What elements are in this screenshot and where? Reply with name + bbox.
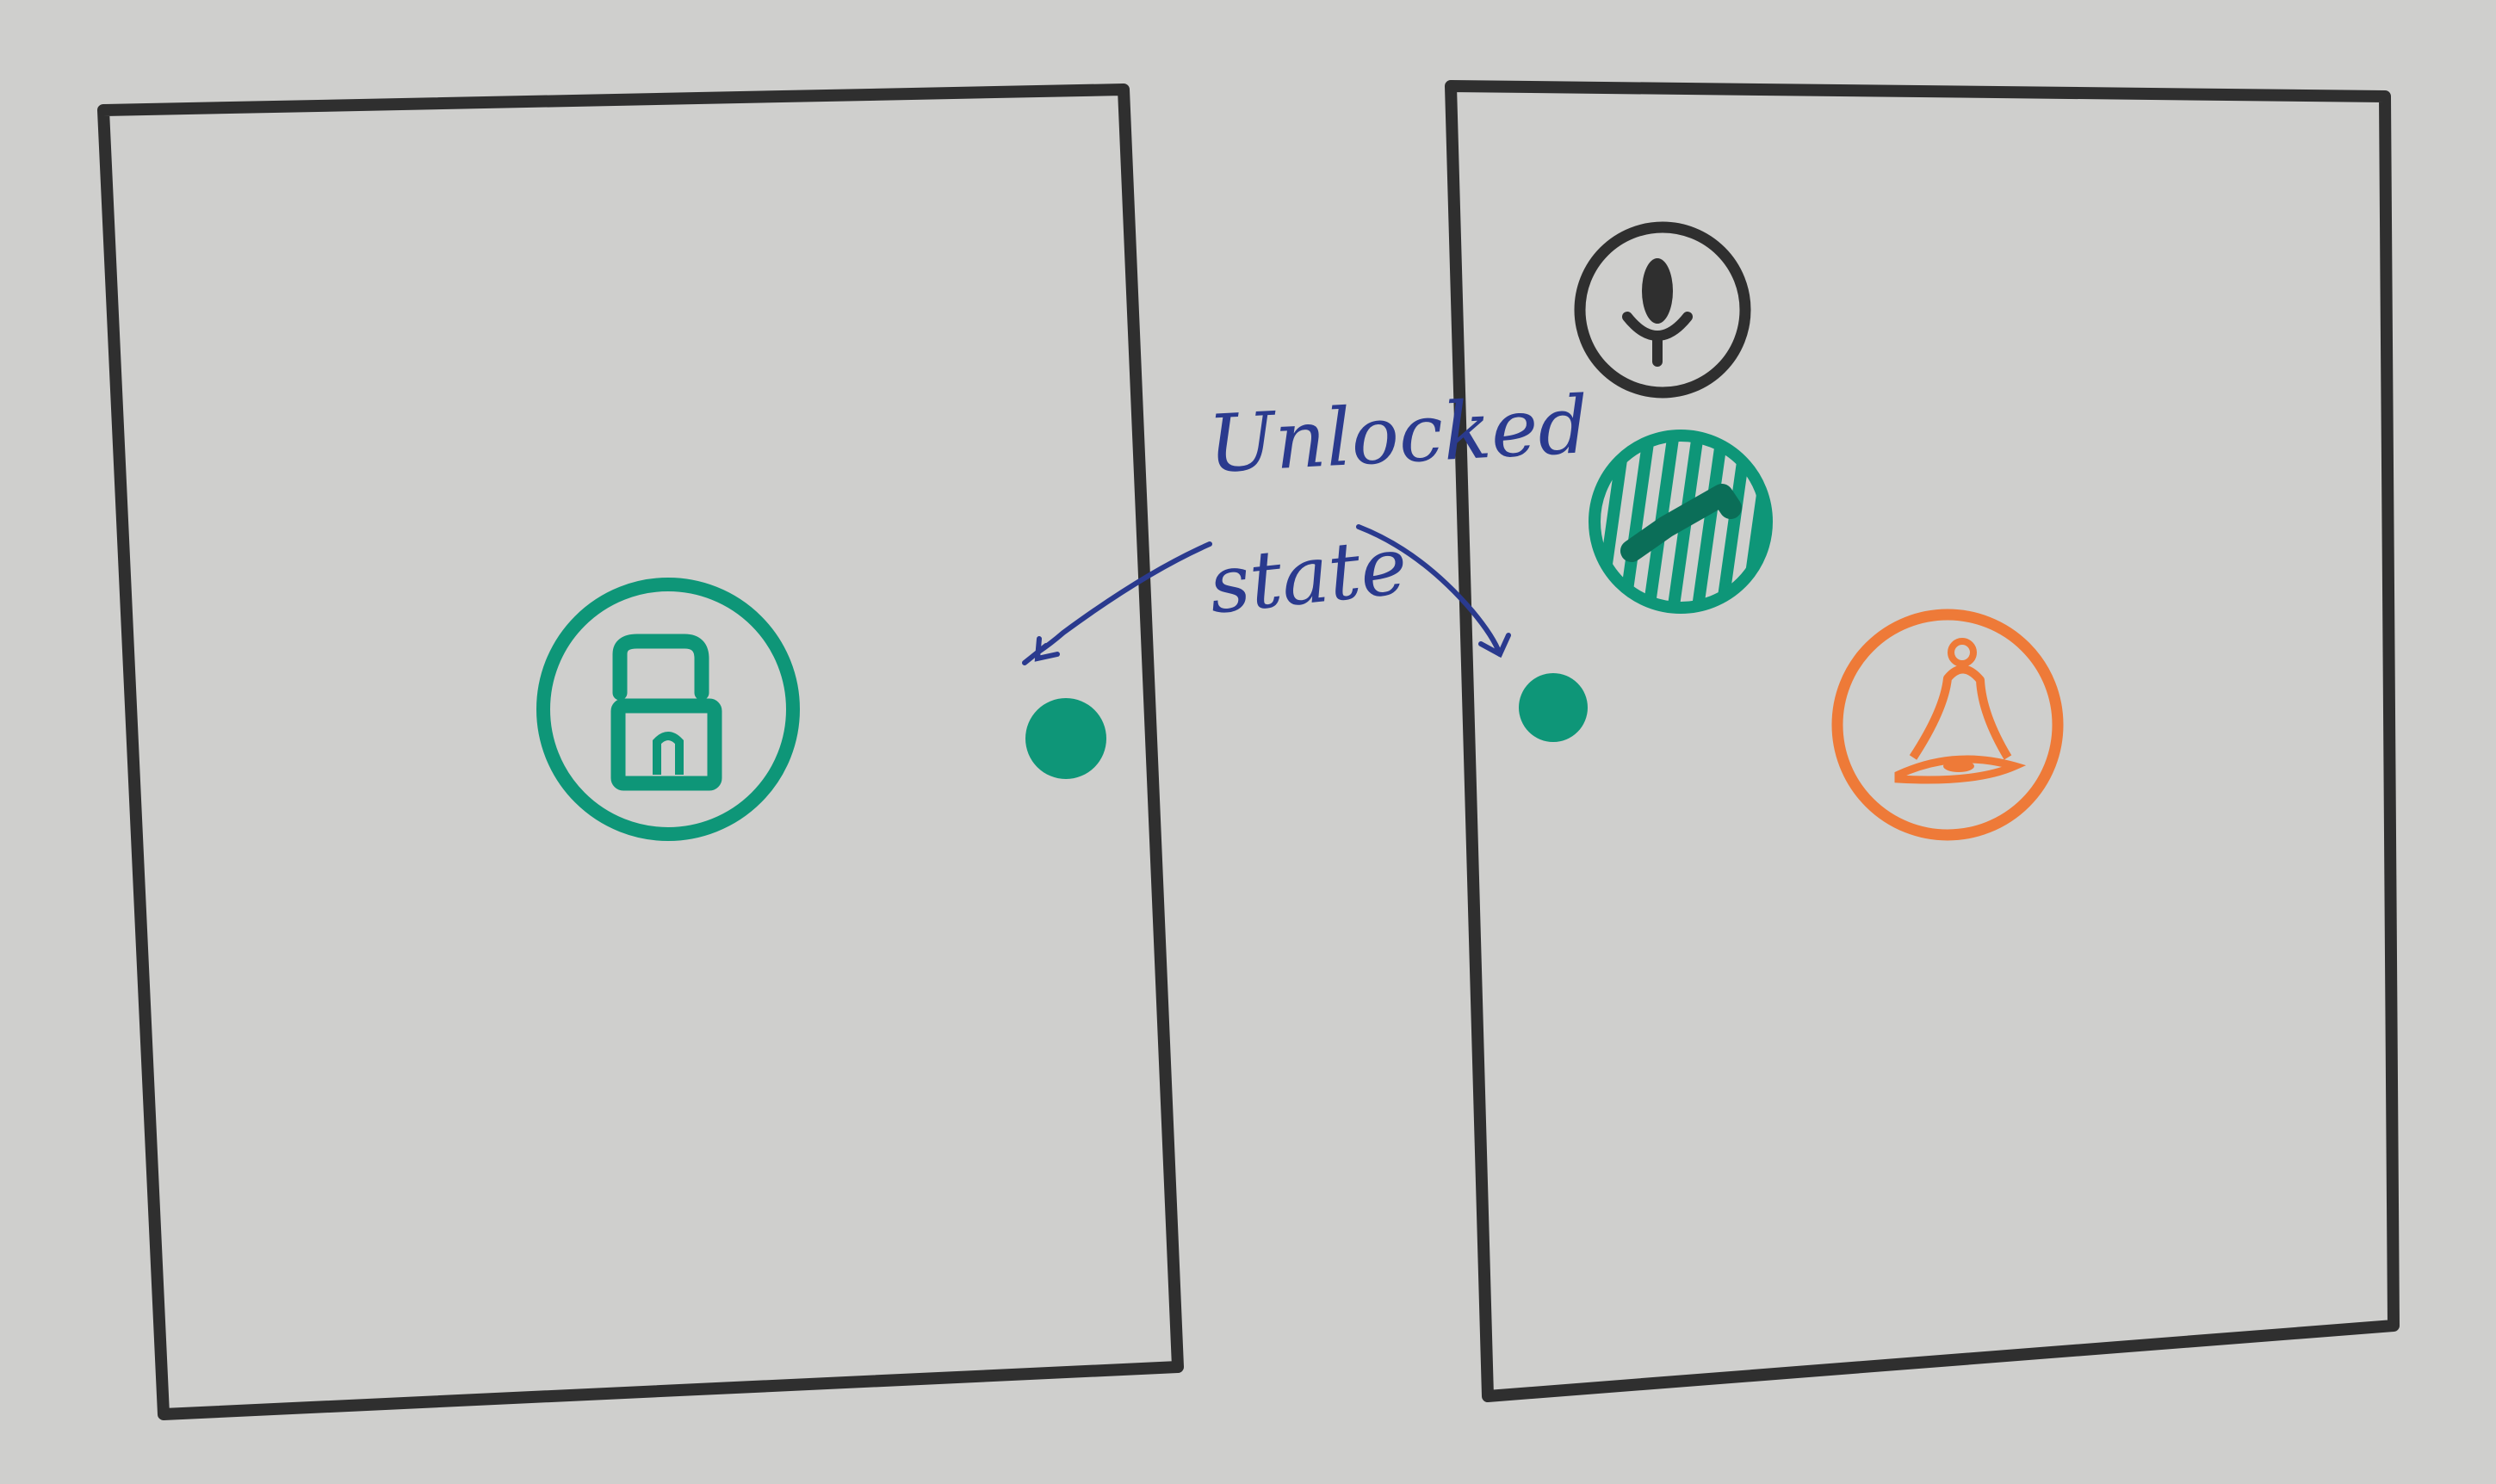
annotation: Unlocked state [1022,379,1591,665]
left-panel [97,83,1184,1420]
microphone-icon [1574,221,1751,399]
annotation-line-1: Unlocked [1206,379,1591,491]
arrow-to-left-dot [1035,541,1212,655]
checkmark-icon [1589,430,1773,614]
right-panel [1445,80,2400,1402]
arrow-to-right-dot [1356,524,1502,657]
annotation-line-2: state [1205,519,1411,632]
status-dot-icon [1025,698,1106,779]
status-dot-icon [1519,673,1588,742]
bell-icon [1831,609,2064,841]
unlocked-padlock-icon [536,578,800,841]
